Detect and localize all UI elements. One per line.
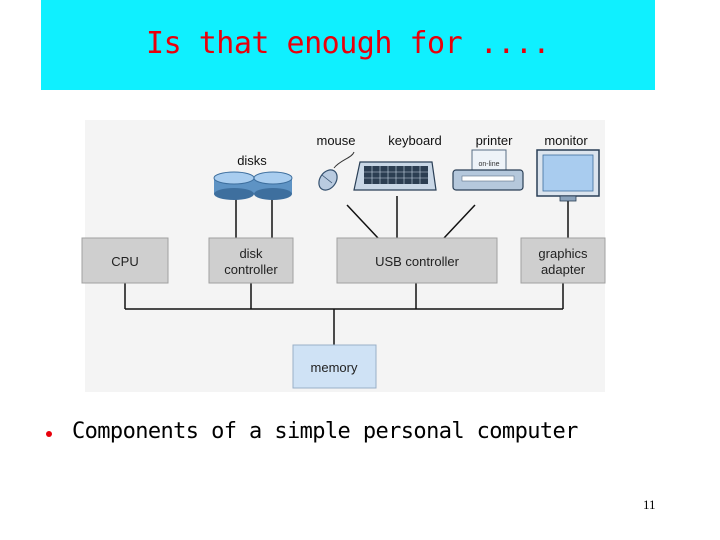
printer-icon: on-line — [452, 149, 524, 191]
memory-label: memory — [311, 360, 358, 375]
usb-controller-box — [336, 237, 498, 284]
mouse-icon — [318, 151, 355, 191]
graphics-adapter-label-line1: graphics — [538, 246, 588, 261]
disk-controller-label-line1: disk — [239, 246, 263, 261]
title-bar: Is that enough for .... — [41, 0, 655, 90]
cpu-node: CPU — [81, 237, 169, 284]
bullet-dot — [46, 431, 52, 437]
disk-icon — [253, 171, 293, 200]
mouse-label: mouse — [316, 133, 355, 148]
disks-label: disks — [237, 153, 267, 168]
usb-controller-node: USB controller — [336, 237, 498, 284]
memory-node: memory — [292, 344, 377, 389]
disk-controller-box — [208, 237, 294, 284]
cpu-label: CPU — [111, 254, 138, 269]
slide-title: Is that enough for .... — [146, 26, 550, 61]
usb-controller-label: USB controller — [375, 254, 459, 269]
disk-controller-node: disk controller — [208, 237, 294, 284]
page-number: 11 — [643, 497, 656, 512]
graphics-adapter-node: graphics adapter — [520, 237, 606, 284]
printer-online-tag: on-line — [478, 161, 499, 168]
memory-box — [292, 344, 377, 389]
disk-icon — [213, 171, 255, 200]
monitor-icon — [536, 149, 600, 202]
graphics-adapter-box — [520, 237, 606, 284]
disk-controller-label-line2: controller — [224, 262, 278, 277]
printer-label: printer — [476, 133, 514, 148]
keyboard-icon — [353, 161, 437, 191]
monitor-label: monitor — [544, 133, 588, 148]
graphics-adapter-label-line2: adapter — [541, 262, 586, 277]
keyboard-label: keyboard — [388, 133, 441, 148]
system-bus — [124, 196, 569, 345]
caption-text: Components of a simple personal computer — [72, 419, 578, 444]
cpu-box — [81, 237, 169, 284]
